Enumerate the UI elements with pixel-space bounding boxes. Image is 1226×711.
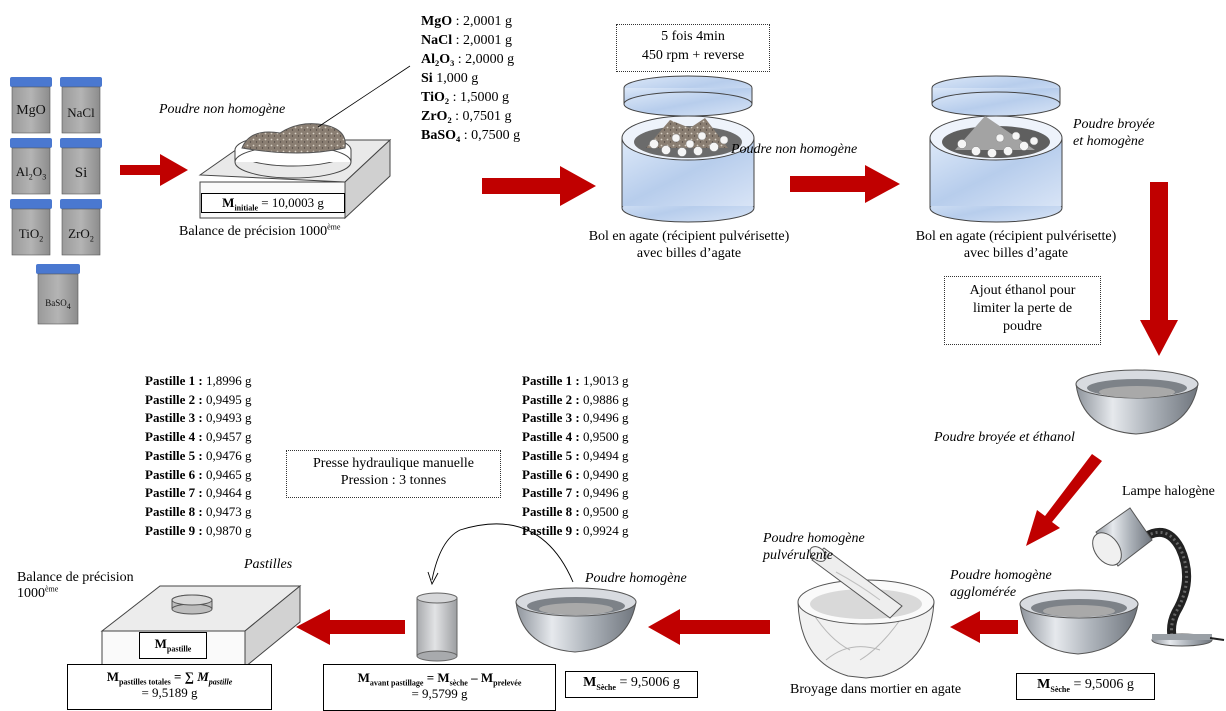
mass-row: TiO₂ : 1,5000 g — [421, 90, 509, 105]
agate-bowl-1-icon — [621, 75, 755, 223]
initial-mass-box: Minitiale = 10,0003 g — [201, 193, 345, 213]
list-item: Pastille 5 : 0,9494 g — [522, 447, 629, 463]
jar-label-tio2: TiO2 — [18, 226, 44, 244]
arrow-jars-to-balance — [120, 154, 188, 186]
arrow-balance-to-mill — [482, 166, 596, 206]
arrow-bowl-to-ethanol — [1140, 182, 1178, 356]
jar-label-nacl: NaCl — [67, 105, 95, 120]
jar-label-baso4: BaSO4 — [45, 298, 71, 311]
list-item: Pastille 8 : 0,9473 g — [145, 503, 252, 519]
dry-powder-mass-box: MSèche = 9,5006 g — [565, 671, 698, 698]
list-item: Pastille 5 : 0,9476 g — [145, 447, 252, 463]
ethanol-caption: Poudre broyée et éthanol — [934, 430, 1075, 445]
list-item: Pastille 6 : 0,9490 g — [522, 466, 629, 482]
list-item: Pastille 7 : 0,9496 g — [522, 485, 629, 501]
list-item: Pastille 9 : 0,9870 g — [145, 522, 252, 538]
pellets-before-list: Pastille 1 : 1,9013 g Pastille 2 : 0,988… — [522, 372, 629, 540]
metal-bowl-drying-icon — [1019, 589, 1139, 655]
list-item: Pastille 8 : 0,9500 g — [522, 503, 629, 519]
jar-label-zro2: ZrO2 — [68, 226, 94, 244]
balance-initial-caption: Poudre non homogène — [159, 102, 286, 117]
mortar-pestle-icon — [797, 546, 935, 679]
jar-nacl-icon — [60, 77, 102, 134]
reagent-jars — [10, 77, 102, 325]
pellets-caption: Pastilles — [244, 557, 293, 572]
dry-powder-caption: Poudre homogène — [585, 571, 687, 586]
lamp-label: Lampe halogène — [1122, 484, 1215, 499]
jar-label-al2o3: Al2O3 — [15, 164, 47, 182]
list-item: Pastille 6 : 0,9465 g — [145, 466, 252, 482]
mass-row: BaSO₄ : 0,7500 g — [421, 128, 521, 143]
arrow-drying-to-mortar — [950, 611, 1018, 643]
arrow-bowl-to-bowl — [790, 165, 900, 203]
bowl1-label: Bol en agate (récipient pulvérisette)ave… — [588, 229, 790, 261]
jar-mgo-icon — [10, 77, 52, 134]
mass-row: Al₂O₃ : 2,0000 g — [421, 52, 515, 67]
list-item: Pastille 9 : 0,9924 g — [522, 522, 629, 538]
jar-tio2-icon — [10, 199, 52, 256]
balance-initial-name: Balance de précision 1000ème — [179, 222, 341, 239]
list-item: Pastille 4 : 0,9457 g — [145, 429, 252, 445]
curved-transfer-arrow — [431, 523, 574, 583]
list-item: Pastille 2 : 0,9495 g — [145, 391, 252, 407]
bowl1-caption: Poudre non homogène — [731, 142, 858, 157]
mass-row: ZrO₂ : 0,7501 g — [421, 109, 512, 124]
mass-row: NaCl : 2,0001 g — [421, 33, 513, 48]
agate-bowl-2-icon — [929, 75, 1063, 223]
jar-zro2-icon — [60, 199, 102, 256]
list-item: Pastille 1 : 1,8996 g — [145, 373, 252, 388]
list-item: Pastille 2 : 0,9886 g — [522, 391, 629, 407]
halogen-lamp-icon — [1092, 507, 1225, 647]
pellet-cylinder-icon — [416, 592, 458, 662]
total-mass-box: Mpastilles totales = ∑ Mpastille = 9,518… — [67, 664, 272, 710]
jar-baso4-icon — [36, 264, 80, 325]
metal-bowl-ethanol-icon — [1075, 369, 1199, 435]
jar-si-icon — [60, 138, 102, 195]
list-item: Pastille 3 : 0,9496 g — [522, 410, 629, 426]
list-item: Pastille 3 : 0,9493 g — [145, 410, 252, 426]
reagent-masses-list: MgO : 2,0001 g NaCl : 2,0001 g Al₂O₃ : 2… — [421, 12, 520, 145]
drying-mass-box: MSèche = 9,5006 g — [1016, 673, 1155, 700]
arrow-ethanol-to-drying — [1026, 454, 1102, 546]
arrow-cylinder-to-balance — [296, 609, 405, 645]
jar-label-si: Si — [74, 165, 88, 181]
jar-al2o3-icon — [10, 138, 52, 195]
mass-row: Si 1,000 g — [421, 71, 479, 86]
press-formula-box: Mavant pastillage = Msèche – Mprelevée =… — [323, 664, 556, 711]
bowl2-label: Bol en agate (récipient pulvérisette)ave… — [915, 229, 1117, 261]
pellet-mass-box: Mpastille — [139, 632, 207, 659]
mortar-label: Broyage dans mortier en agate — [790, 682, 962, 697]
mass-row: MgO : 2,0001 g — [421, 14, 512, 29]
arrow-mortar-to-powder — [648, 609, 770, 645]
list-item: Pastille 4 : 0,9500 g — [522, 429, 629, 445]
flow-arrows — [120, 154, 1178, 645]
jar-label-mgo: MgO — [16, 103, 46, 118]
pellets-after-list: Pastille 1 : 1,8996 g Pastille 2 : 0,949… — [145, 372, 252, 540]
list-item: Pastille 7 : 0,9464 g — [145, 485, 252, 501]
list-item: Pastille 1 : 1,9013 g — [522, 373, 629, 388]
metal-bowl-dry-powder-icon — [515, 587, 637, 653]
